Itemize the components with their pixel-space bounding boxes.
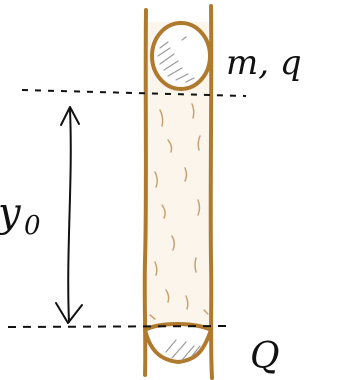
height-label: y	[0, 190, 22, 236]
height-double-arrow	[55, 106, 83, 324]
arrow-head-bottom	[55, 302, 83, 324]
tube-left-wall	[142, 8, 148, 377]
tube-hatching	[149, 103, 209, 320]
bottom-charge-shading	[165, 339, 201, 361]
ball-charge-mq	[150, 21, 212, 91]
mass-charge-label: m, q	[226, 43, 302, 83]
ball-shape	[150, 21, 212, 91]
bottom-charge-label: Q	[250, 336, 280, 377]
arrow-head-top	[60, 106, 80, 126]
arrow-shaft	[67, 109, 72, 323]
height-label-subscript: 0	[24, 211, 41, 241]
bottom-charge-Q	[143, 322, 213, 364]
bottom-dashed-reference-line	[7, 325, 231, 328]
top-dashed-reference-line	[21, 89, 247, 97]
ball-shading	[157, 36, 195, 83]
bottom-charge-shape	[143, 322, 213, 364]
